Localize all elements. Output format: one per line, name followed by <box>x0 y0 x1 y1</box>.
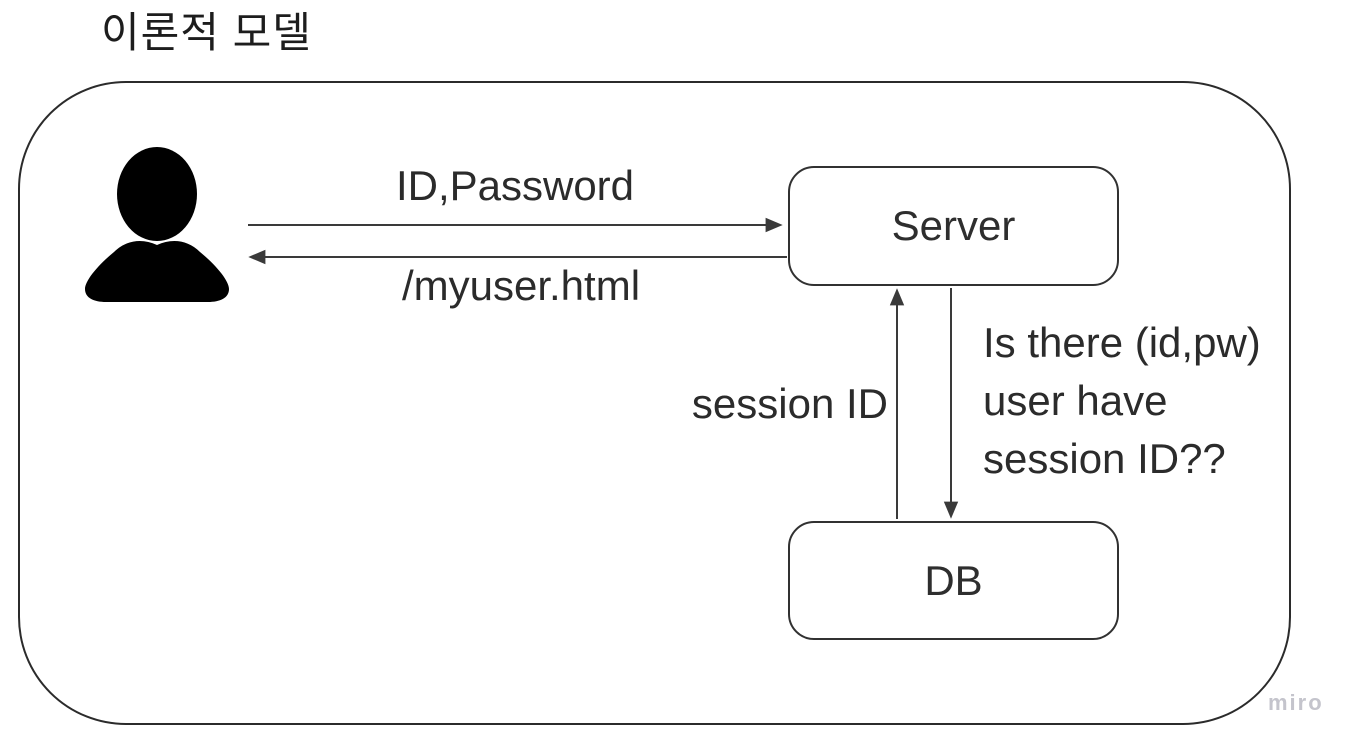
edge-label-session-query-line2: user have <box>983 377 1168 424</box>
server-node-label: Server <box>891 202 1016 249</box>
person-head <box>117 147 197 241</box>
edge-label-myuser-html[interactable]: /myuser.html <box>401 262 641 309</box>
diagram-title[interactable]: 이론적 모델 <box>101 9 312 56</box>
db-node-label: DB <box>924 556 983 604</box>
edge-label-session-query-line3: session ID?? <box>983 435 1226 482</box>
edge-label-session-id[interactable]: session ID <box>691 380 888 427</box>
edge-label-id-password[interactable]: ID,Password <box>395 162 635 209</box>
person-shoulders <box>85 240 229 302</box>
server-node[interactable]: Server <box>788 166 1119 286</box>
miro-watermark: miro <box>1268 690 1324 715</box>
edge-label-session-query[interactable]: Is there (id,pw) user have session ID?? <box>983 314 1261 488</box>
edge-label-session-query-line1: Is there (id,pw) <box>983 319 1261 366</box>
outer-frame-shape[interactable] <box>18 81 1291 725</box>
person-icon[interactable] <box>74 142 240 304</box>
db-node[interactable]: DB <box>788 521 1119 640</box>
